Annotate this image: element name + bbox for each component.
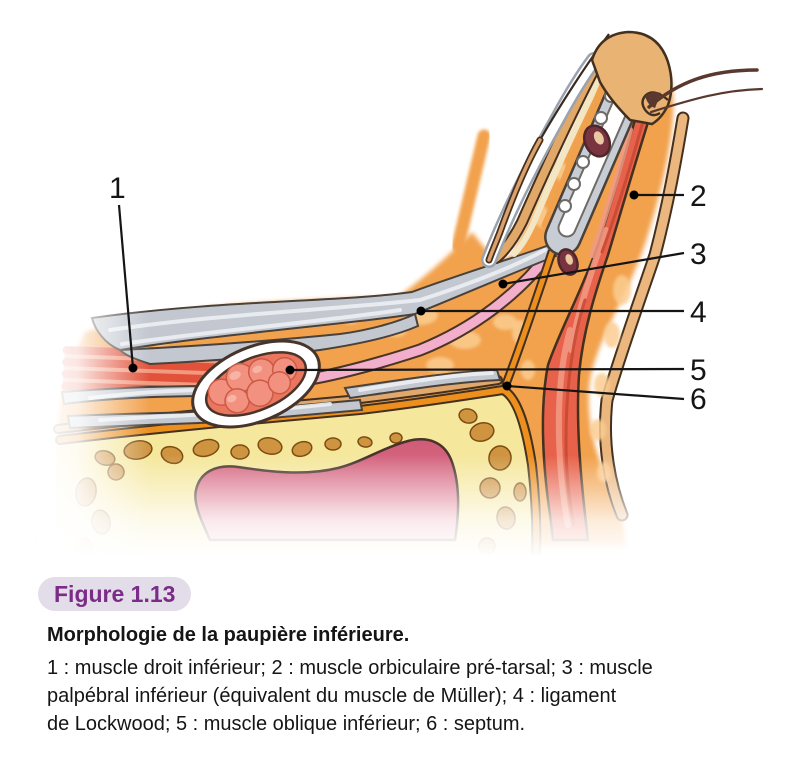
label-1: 1 bbox=[109, 172, 126, 205]
legend-line: 1 : muscle droit inférieur; 2 : muscle o… bbox=[47, 657, 653, 679]
legend-line: palpébral inférieur (équivalent du muscl… bbox=[47, 685, 617, 707]
arcade-vessel bbox=[557, 248, 579, 276]
marginal-vessel bbox=[582, 124, 612, 158]
label-6: 6 bbox=[690, 383, 707, 416]
fat-tongue bbox=[451, 129, 491, 253]
pretarsal-orange-wedge bbox=[541, 60, 616, 229]
figure-badge: Figure 1.13 bbox=[38, 577, 192, 611]
lockwood-ligament bbox=[90, 242, 558, 400]
lash-root bbox=[645, 92, 661, 108]
figure-legend: 1 : muscle droit inférieur; 2 : muscle o… bbox=[47, 654, 777, 738]
inferior-oblique-muscle bbox=[191, 339, 321, 429]
orbital-septum bbox=[501, 247, 557, 389]
label-4: 4 bbox=[690, 296, 707, 329]
anatomical-illustration: 1 2 3 4 5 6 bbox=[0, 30, 800, 575]
label-5: 5 bbox=[690, 354, 707, 387]
label-2: 2 bbox=[690, 180, 707, 213]
fade-left bbox=[30, 260, 150, 570]
eyelash bbox=[647, 68, 764, 114]
inferior-palpebral-muscle bbox=[298, 240, 561, 387]
annotations: 1 2 3 4 5 6 bbox=[109, 172, 707, 416]
figure-title: Morphologie de la paupière inférieure. bbox=[47, 624, 410, 646]
label-3: 3 bbox=[690, 238, 707, 271]
legend-line: de Lockwood; 5 : muscle oblique inférieu… bbox=[47, 713, 526, 735]
